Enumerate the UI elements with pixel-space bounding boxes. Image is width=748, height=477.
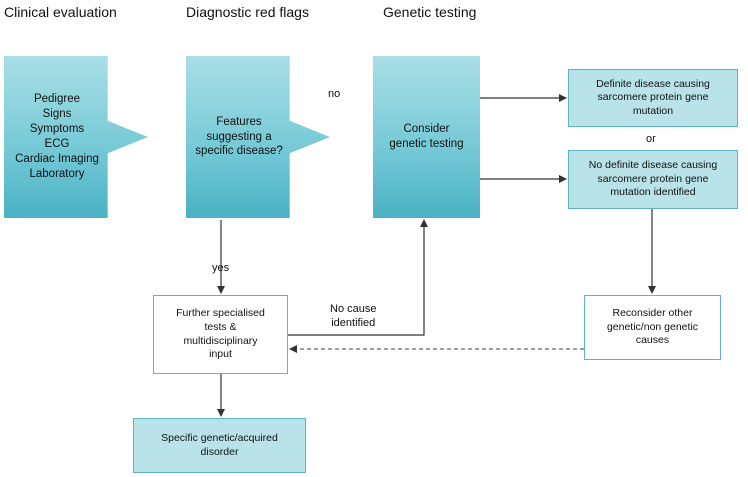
reconsider-node: Reconsider other genetic/non genetic cau… xyxy=(584,295,721,360)
specific-disorder-text: Specific genetic/acquired disorder xyxy=(161,431,278,458)
header-diagnostic-red-flags: Diagnostic red flags xyxy=(186,4,309,20)
no-definite-mutation-text: No definite disease causing sarcomere pr… xyxy=(588,159,718,199)
further-tests-text: Further specialised tests & multidiscipl… xyxy=(176,307,265,361)
definite-mutation-node: Definite disease causing sarcomere prote… xyxy=(568,69,738,127)
further-tests-node: Further specialised tests & multidiscipl… xyxy=(153,295,288,374)
clinical-evaluation-text: Pedigree Signs Symptoms ECG Cardiac Imag… xyxy=(15,93,99,180)
label-no-cause-identified: No cause identified xyxy=(330,303,377,330)
label-yes: yes xyxy=(212,262,230,274)
definite-mutation-text: Definite disease causing sarcomere prote… xyxy=(596,77,710,117)
features-text: Features suggesting a specific disease? xyxy=(195,115,283,158)
specific-disorder-node: Specific genetic/acquired disorder xyxy=(133,418,306,473)
clinical-evaluation-node: Pedigree Signs Symptoms ECG Cardiac Imag… xyxy=(4,56,110,218)
label-or: or xyxy=(646,133,656,145)
features-node: Features suggesting a specific disease? xyxy=(186,56,292,218)
label-no: no xyxy=(328,88,341,100)
header-clinical-evaluation: Clinical evaluation xyxy=(4,4,117,20)
arrow-further-to-consider xyxy=(288,219,428,336)
header-genetic-testing: Genetic testing xyxy=(383,4,477,20)
reconsider-text: Reconsider other genetic/non genetic cau… xyxy=(606,307,699,347)
consider-genetic-testing-node: Consider genetic testing xyxy=(373,56,480,218)
consider-genetic-testing-text: Consider genetic testing xyxy=(389,123,464,150)
no-definite-mutation-node: No definite disease causing sarcomere pr… xyxy=(568,150,738,209)
